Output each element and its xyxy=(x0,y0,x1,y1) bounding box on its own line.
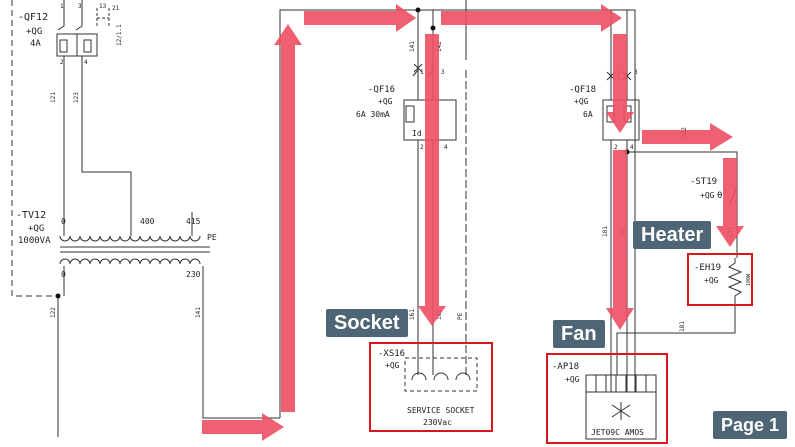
arrow-bottom-right xyxy=(202,413,284,441)
page-number-badge: Page 1 xyxy=(713,411,788,439)
wire-number-141-b: 141 xyxy=(409,41,416,52)
socket-highlight-box xyxy=(369,342,493,432)
arrow-heater-down xyxy=(716,158,744,247)
wire-number-123: 123 xyxy=(73,92,80,103)
wire-number-181-a: 181 xyxy=(602,226,609,237)
heater-eh19: -EH19 +QG 100W xyxy=(694,258,752,300)
transformer-tv12: -TV12 +QG 1000VA 0 400 415 PE 0 230 xyxy=(16,210,217,279)
arrow-fan-down xyxy=(606,150,634,330)
arrow-left-up xyxy=(274,24,302,412)
arrow-qf18-down xyxy=(606,34,634,133)
wire-number-142-a: 142 xyxy=(436,41,443,52)
wire-number-161: 161 xyxy=(409,309,416,320)
breaker-qf12: -QF12 +QG 4A 1 3 13 21 2 4 12/1.1 xyxy=(18,0,123,68)
wire-141-left xyxy=(202,266,280,419)
qf16-id-mark: Id xyxy=(412,129,422,138)
wire-number-121: 121 xyxy=(50,92,57,103)
qf12-pin4: 4 xyxy=(84,59,88,66)
qf18-rating: 6A xyxy=(583,110,593,119)
ap18-location: +QG xyxy=(565,375,580,384)
qf16-pin4: 4 xyxy=(444,144,448,151)
qf18-pin3: 3 xyxy=(634,69,638,76)
fan-highlight-box xyxy=(546,353,668,444)
qf12-pin2: 2 xyxy=(60,59,64,66)
tv12-tap0-bottom: 0 xyxy=(61,270,66,279)
breaker-qf16: -QF16 +QG 6A 30mA Id 1 3 2 4 xyxy=(356,63,457,151)
qf16-rating: 6A 30mA xyxy=(356,110,390,119)
qf18-pin4: 4 xyxy=(630,144,634,151)
qf18-tag: -QF18 xyxy=(569,85,596,95)
qf12-tag: -QF12 xyxy=(18,12,48,23)
socket-label: Socket xyxy=(326,309,408,337)
ap18-tag: -AP18 xyxy=(552,362,579,372)
arrow-top-1 xyxy=(304,4,416,32)
arrow-socket-down xyxy=(418,34,446,326)
arrow-top-2 xyxy=(441,4,622,32)
qf18-pin2: 2 xyxy=(614,144,618,151)
flow-arrows xyxy=(202,4,744,441)
xs16-tag: -XS16 xyxy=(378,349,405,359)
qf16-tag: -QF16 xyxy=(368,85,395,95)
eh19-tag: -EH19 xyxy=(694,263,721,273)
wire-number-141-a: 141 xyxy=(195,307,202,318)
heater-highlight-box xyxy=(687,253,753,306)
qf12-aux: 12/1.1 xyxy=(116,24,123,46)
socket-xs16: -XS16 +QG SERVICE SOCKET 230Vac xyxy=(378,349,478,427)
xs16-voltage: 230Vac xyxy=(423,418,452,427)
tv12-location: +QG xyxy=(28,224,44,234)
fan-label: Fan xyxy=(553,320,605,348)
tv12-tap400: 400 xyxy=(140,217,155,226)
qf16-location: +QG xyxy=(378,97,393,106)
wire-number-122: 122 xyxy=(50,307,57,318)
st19-location: +QG xyxy=(700,191,715,200)
highlight-boxes xyxy=(369,253,753,444)
tv12-rating: 1000VA xyxy=(18,236,51,246)
qf16-pin3: 3 xyxy=(441,69,445,76)
wire-number-181-b: 181 xyxy=(679,321,686,332)
tv12-pe: PE xyxy=(207,233,217,242)
wire-number-pe: PE xyxy=(457,312,464,320)
tv12-tag: -TV12 xyxy=(16,210,46,221)
eh19-location: +QG xyxy=(704,276,719,285)
wire-123 xyxy=(81,68,132,236)
qf18-location: +QG xyxy=(574,97,589,106)
eh19-value: 100W xyxy=(746,273,752,286)
st19-tag: -ST19 xyxy=(690,177,717,187)
qf12-pin13: 13 xyxy=(99,3,107,10)
qf16-pin2: 2 xyxy=(420,144,424,151)
qf12-rating: 4A xyxy=(30,39,41,49)
xs16-location: +QG xyxy=(385,361,400,370)
tv12-tap230: 230 xyxy=(186,270,201,279)
wire-lines xyxy=(11,0,738,437)
qf12-location: +QG xyxy=(26,27,42,37)
heater-label: Heater xyxy=(633,221,712,249)
dashed-boundary xyxy=(11,0,58,297)
qf12-pin21: 21 xyxy=(112,5,120,12)
breaker-qf18: -QF18 +QG 6A 1 3 2 4 xyxy=(569,69,640,151)
tv12-tap415: 415 xyxy=(186,217,201,226)
qf16-pin1: 1 xyxy=(420,69,424,76)
tv12-tap0-top: 0 xyxy=(61,217,66,226)
qf12-pin1: 1 xyxy=(60,3,64,10)
junction-dots xyxy=(55,7,630,299)
wire-141-bus xyxy=(279,9,636,418)
qf12-pin3: 3 xyxy=(78,3,82,10)
ap18-model: JET09C AMOS xyxy=(591,428,644,437)
arrow-heater-right xyxy=(642,123,733,151)
xs16-name: SERVICE SOCKET xyxy=(407,406,475,415)
st19-theta: θ xyxy=(717,191,722,201)
fan-ap18: -AP18 +QG JET09C AMOS xyxy=(552,362,657,440)
